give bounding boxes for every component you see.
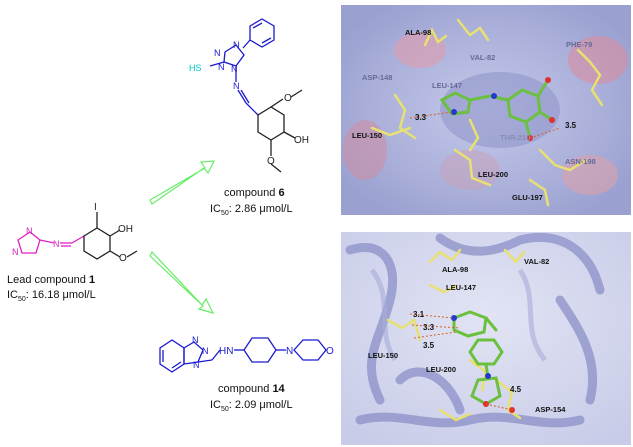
lead-atom-n2: N: [26, 226, 33, 236]
c6-thiol: HS: [189, 63, 202, 73]
top-residue-thr210: THR-210: [500, 133, 530, 142]
c14-atom-n2: N: [202, 346, 209, 356]
c6-atom-n3: N: [218, 62, 225, 72]
compound-14-label: compound 14: [218, 383, 286, 395]
lead-atom-n3: N: [53, 239, 60, 249]
lead-atom-n1: N: [12, 247, 19, 257]
top-residue-leu200: LEU-200: [478, 170, 508, 179]
lead-atom-iodine: I: [94, 202, 97, 213]
bottom-residue-ala98: ALA-98: [442, 265, 468, 274]
c6-atom-n1: N: [233, 40, 240, 50]
arrow-to-compound-6: [149, 160, 216, 205]
top-distance-1: 3.3: [415, 113, 427, 122]
top-residue-asp148: ASP-148: [362, 73, 392, 82]
top-residue-leu150: LEU-150: [352, 131, 382, 140]
c14-atom-n4: N: [286, 346, 293, 357]
top-residue-ala98: ALA-98: [405, 28, 431, 37]
lead-compound-benzene: [83, 212, 138, 260]
lead-compound-label: Lead compound 1: [7, 274, 95, 286]
lead-ic50: IC50: 16.18 μmol/L: [7, 289, 96, 303]
c6-atom-n4: N: [233, 81, 240, 91]
bottom-distance-2: 3.3: [423, 323, 435, 332]
compound-6-benzene: [257, 89, 303, 173]
arrow-to-compound-14: [149, 250, 215, 314]
top-residue-val82: VAL-82: [470, 53, 495, 62]
c6-atom-n5: N: [231, 64, 238, 74]
c14-atom-hn: HN: [219, 346, 233, 357]
c14-atom-n3: N: [193, 360, 200, 370]
bottom-distance-4: 4.5: [510, 385, 522, 394]
top-residue-asn198: ASN-198: [565, 157, 596, 166]
compound-6-structure: [209, 18, 275, 116]
compound-14-ic50: IC50: 2.09 μmol/L: [210, 399, 293, 413]
bottom-residue-leu150: LEU-150: [368, 351, 398, 360]
docking-panel-bottom: [341, 232, 631, 445]
bottom-residue-leu147: LEU-147: [446, 283, 476, 292]
lead-atom-oh: OH: [118, 224, 133, 235]
bottom-residue-val82: VAL-82: [524, 257, 549, 266]
bottom-distance-1: 3.1: [413, 310, 425, 319]
top-distance-2: 3.5: [565, 121, 577, 130]
bottom-residue-asp154: ASP-154: [535, 405, 566, 414]
top-residue-phe79: PHE-79: [566, 40, 592, 49]
c6-atom-o2: O: [267, 156, 275, 167]
top-residue-glu197: GLU-197: [512, 193, 543, 202]
docking-panel-top: [341, 5, 631, 215]
c6-atom-oh: OH: [294, 135, 309, 146]
lead-compound-structure: [17, 231, 85, 254]
c6-atom-o1: O: [284, 93, 292, 104]
c14-atom-o: O: [326, 346, 334, 357]
compound-14-structure: [159, 337, 327, 373]
top-residue-leu147: LEU-147: [432, 81, 462, 90]
compound-6-label: compound 6: [224, 187, 285, 199]
bottom-distance-3: 3.5: [423, 341, 435, 350]
lead-atom-o: O: [119, 253, 127, 264]
c6-atom-n2: N: [214, 48, 221, 58]
compound-6-ic50: IC50: 2.86 μmol/L: [210, 203, 293, 217]
bottom-residue-leu200: LEU-200: [426, 365, 456, 374]
c14-atom-n1: N: [192, 335, 199, 345]
